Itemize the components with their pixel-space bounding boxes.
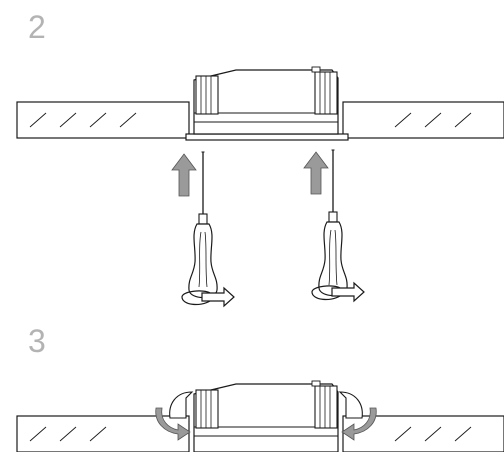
screwdriver-icon: [318, 149, 348, 297]
step-3-panel: [16, 415, 504, 452]
step-2-panel: [16, 101, 504, 139]
up-arrow-icon: [303, 151, 329, 195]
step-2-number: 2: [28, 9, 46, 45]
step-3-device: [169, 380, 363, 452]
clip-bend-arrow-icon: [155, 407, 191, 441]
step-3-number: 3: [28, 323, 46, 359]
up-arrow-icon: [171, 153, 197, 197]
screwdriver-icon: [188, 151, 218, 299]
step-2-device: [185, 66, 349, 141]
clip-bend-arrow-icon: [341, 407, 377, 441]
